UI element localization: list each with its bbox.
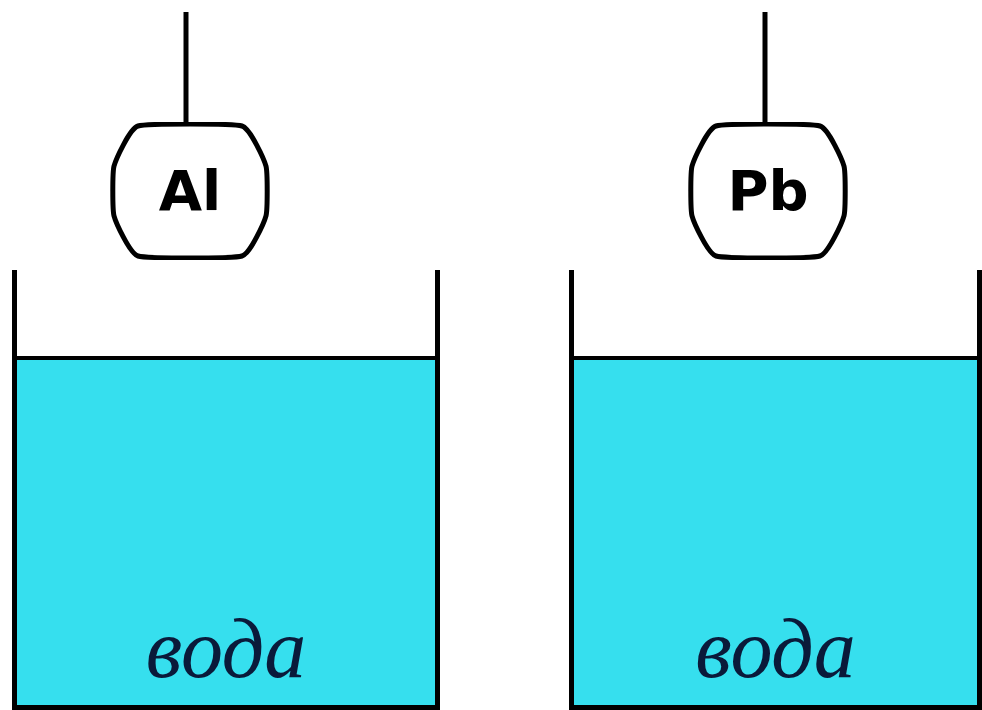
liquid-label: вода	[695, 607, 856, 705]
metal-symbol: Pb	[727, 163, 808, 219]
ball: Al	[110, 122, 270, 260]
water	[572, 358, 977, 705]
water	[15, 358, 435, 705]
liquid-label: вода	[146, 607, 307, 705]
metal-symbol: Al	[159, 163, 222, 219]
thread	[763, 12, 768, 124]
water-surface	[15, 356, 435, 360]
thread	[184, 12, 189, 124]
beaker: вода	[569, 270, 982, 710]
water-surface	[572, 356, 977, 360]
ball-outline	[691, 124, 845, 258]
ball: Pb	[688, 122, 848, 260]
ball-outline	[113, 124, 267, 258]
beaker: вода	[12, 270, 440, 710]
